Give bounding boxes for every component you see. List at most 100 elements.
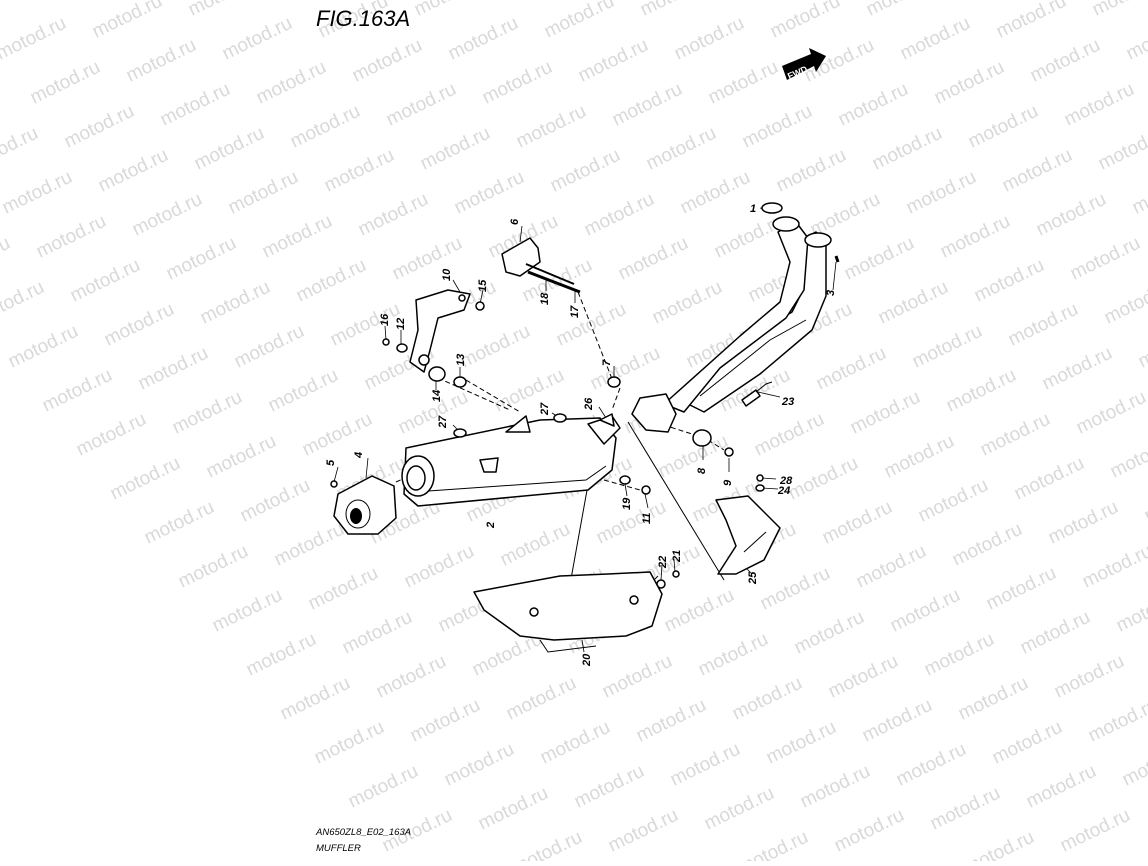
watermark-text: motod.ru	[311, 717, 388, 769]
watermark-text: motod.ru	[1045, 497, 1122, 549]
watermark-text: motod.ru	[61, 101, 138, 153]
watermark-text: motod.ru	[271, 519, 348, 571]
watermark-text: motod.ru	[757, 563, 834, 615]
watermark-text: motod.ru	[581, 189, 658, 241]
callout-label-5: 5	[325, 459, 337, 466]
watermark-text: motod.ru	[767, 0, 844, 42]
watermark-text: motod.ru	[253, 57, 330, 109]
watermark-text: motod.ru	[537, 717, 614, 769]
bolt-9	[724, 447, 734, 457]
callout-label-14: 14	[431, 390, 443, 402]
watermark-text: motod.ru	[1039, 343, 1116, 395]
watermark-text: motod.ru	[637, 0, 714, 20]
watermark-text: motod.ru	[853, 541, 930, 593]
watermark-text: motod.ru	[0, 123, 42, 175]
exhaust-stud	[834, 255, 840, 263]
watermark-text: motod.ru	[903, 167, 980, 219]
watermark-text: motod.ru	[441, 739, 518, 791]
watermark-text: motod.ru	[0, 167, 76, 219]
watermark-text: motod.ru	[955, 673, 1032, 725]
watermark-text: motod.ru	[95, 145, 172, 197]
watermark-text: motod.ru	[0, 233, 14, 285]
diagram-code: AN650ZL8_E02_163A	[315, 827, 411, 838]
watermark-text: motod.ru	[327, 299, 404, 351]
watermark-text: motod.ru	[571, 761, 648, 813]
watermark-text: motod.ru	[931, 57, 1008, 109]
watermark-text: motod.ru	[1101, 277, 1148, 329]
watermark-text: motod.ru	[1057, 805, 1134, 857]
watermark-text: motod.ru	[509, 827, 586, 861]
oxygen-sensor	[741, 381, 773, 407]
watermark-text: motod.ru	[881, 431, 958, 483]
callout-label-22: 22	[657, 556, 669, 569]
watermark-text: motod.ru	[847, 387, 924, 439]
watermark-text: motod.ru	[1095, 123, 1148, 175]
watermark-text: motod.ru	[739, 101, 816, 153]
watermark-text: motod.ru	[671, 13, 748, 65]
watermark-text: motod.ru	[175, 541, 252, 593]
callout-label-12: 12	[395, 318, 407, 330]
watermark-text: motod.ru	[101, 299, 178, 351]
watermark-text: motod.ru	[705, 57, 782, 109]
watermark-text: motod.ru	[203, 431, 280, 483]
watermark-text: motod.ru	[1027, 35, 1104, 87]
watermark-text: motod.ru	[1129, 167, 1148, 219]
callout-label-4: 4	[353, 452, 365, 459]
watermark-text: motod.ru	[345, 761, 422, 813]
watermark-text: motod.ru	[977, 409, 1054, 461]
watermark-text: motod.ru	[373, 651, 450, 703]
watermark-text: motod.ru	[547, 145, 624, 197]
watermark-text: motod.ru	[971, 255, 1048, 307]
watermark-text: motod.ru	[797, 761, 874, 813]
watermark-text: motod.ru	[1033, 189, 1110, 241]
watermark-text: motod.ru	[875, 277, 952, 329]
watermark-text: motod.ru	[451, 167, 528, 219]
watermark-text: motod.ru	[1141, 475, 1148, 527]
watermark-text: motod.ru	[1123, 13, 1148, 65]
watermark-text: motod.ru	[661, 585, 738, 637]
watermark-text: motod.ru	[305, 563, 382, 615]
watermark-text: motod.ru	[863, 0, 940, 20]
watermark-text: motod.ru	[909, 321, 986, 373]
watermark-text: motod.ru	[243, 629, 320, 681]
watermark-text: motod.ru	[407, 695, 484, 747]
watermark-text: motod.ru	[123, 35, 200, 87]
watermark-text: motod.ru	[751, 409, 828, 461]
watermark-text: motod.ru	[1119, 739, 1148, 791]
watermark-text: motod.ru	[1023, 761, 1100, 813]
watermark-text: motod.ru	[835, 79, 912, 131]
watermark-text: motod.ru	[491, 365, 568, 417]
watermark-text: motod.ru	[513, 101, 590, 153]
watermark-text: motod.ru	[989, 717, 1066, 769]
washer-19	[619, 475, 631, 485]
callout-label-7: 7	[601, 359, 613, 366]
watermark-text: motod.ru	[643, 123, 720, 175]
watermark-text: motod.ru	[503, 673, 580, 725]
watermark-text: motod.ru	[859, 695, 936, 747]
watermark-text: motod.ru	[575, 35, 652, 87]
bolt-11	[641, 485, 651, 495]
watermark-text: motod.ru	[831, 805, 908, 857]
clip-27-right	[553, 413, 567, 423]
watermark-text: motod.ru	[1089, 0, 1148, 20]
watermark-text: motod.ru	[0, 0, 36, 20]
watermark-text: motod.ru	[157, 79, 234, 131]
watermark-text: motod.ru	[277, 673, 354, 725]
washer-13	[453, 376, 467, 388]
watermark-text: motod.ru	[1135, 321, 1148, 373]
watermark-text: motod.ru	[1061, 79, 1138, 131]
watermark-text: motod.ru	[763, 717, 840, 769]
watermark-text: motod.ru	[677, 167, 754, 219]
watermark-text: motod.ru	[1005, 299, 1082, 351]
watermark-text: motod.ru	[587, 343, 664, 395]
watermark-text: motod.ru	[1085, 695, 1148, 747]
watermark-text: motod.ru	[107, 453, 184, 505]
muffler-end-cover	[333, 475, 397, 535]
clip-28	[756, 474, 764, 482]
watermark-text: motod.ru	[1079, 541, 1148, 593]
watermark-text: motod.ru	[1073, 387, 1148, 439]
watermark-text: motod.ru	[735, 827, 812, 861]
watermark-text: motod.ru	[73, 409, 150, 461]
watermark-text: motod.ru	[475, 783, 552, 835]
